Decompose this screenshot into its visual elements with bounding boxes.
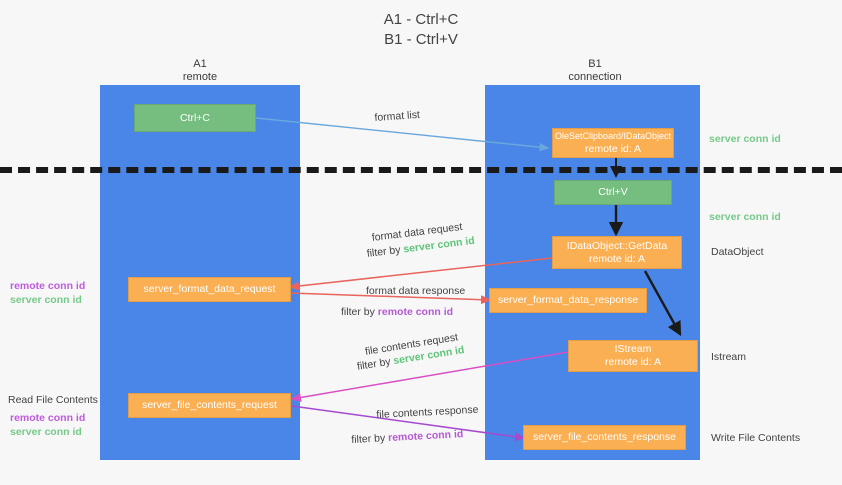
label-left-conn-ids-bottom: remote conn id server conn id (10, 411, 85, 439)
label-left-server-conn-id-1: server conn id (10, 294, 82, 306)
label-right-server-conn-id-mid-text: server conn id (709, 211, 781, 223)
box-server-file-contents-response-label: server_file_contents_response (532, 431, 676, 443)
lane-b1-sub: connection (568, 71, 622, 83)
filter-prefix: filter by (341, 306, 378, 318)
label-left-remote-conn-id-2: remote conn id (10, 412, 86, 424)
label-right-dataobject-text: DataObject (711, 246, 764, 258)
box-server-file-contents-request-label: server_file_contents_request (142, 399, 277, 411)
box-ctrl-v[interactable]: Ctrl+V (554, 180, 672, 205)
page-title: A1 - Ctrl+C B1 - Ctrl+V (0, 10, 842, 50)
annotation-format-data-response-filter: filter by remote conn id (341, 305, 453, 319)
label-left-conn-ids-top: remote conn id server conn id (10, 279, 85, 307)
title-line-1: A1 - Ctrl+C (383, 11, 459, 28)
label-right-server-conn-id-top-text: server conn id (709, 133, 781, 145)
lane-header-b1: B1 connection (525, 58, 665, 84)
annotation-format-list: format list (374, 108, 420, 125)
box-idataobject-getdata-sub: remote id: A (588, 252, 646, 265)
annotation-file-contents-response-filter: filter by remote conn id (351, 427, 464, 447)
label-left-remote-conn-id-1: remote conn id (10, 280, 86, 292)
divider-dashed-line (0, 167, 842, 173)
box-ole-idataobject-sub: remote id: A (584, 143, 642, 155)
box-istream[interactable]: IStream remote id: A (568, 340, 698, 372)
box-ctrl-v-label: Ctrl+V (598, 186, 628, 198)
box-ole-idataobject-label: OleSetClipboard/IDataObject (554, 131, 672, 141)
lane-a1-name: A1 (193, 58, 207, 70)
box-idataobject-getdata[interactable]: IDataObject::GetData remote id: A (552, 236, 682, 269)
label-left-server-conn-id-2: server conn id (10, 426, 82, 438)
filter-prefix: filter by (356, 355, 395, 373)
lane-header-a1: A1 remote (130, 58, 270, 84)
box-ole-idataobject[interactable]: OleSetClipboard/IDataObject remote id: A (552, 128, 674, 158)
label-right-istream-text: Istream (711, 351, 747, 363)
label-right-dataobject: DataObject (711, 245, 764, 259)
label-left-read-file-contents: Read File Contents (8, 393, 98, 407)
box-server-file-contents-response[interactable]: server_file_contents_response (523, 425, 686, 450)
label-left-read-file-contents-text: Read File Contents (8, 394, 98, 406)
label-right-write-file-contents: Write File Contents (711, 431, 800, 445)
lane-b1-name: B1 (588, 58, 602, 70)
filter-prefix: filter by (351, 432, 389, 446)
box-ctrl-c-label: Ctrl+C (179, 111, 211, 124)
annotation-format-data-response-text: format data response (366, 285, 466, 297)
box-server-file-contents-request[interactable]: server_file_contents_request (128, 393, 291, 418)
annotation-format-list-text: format list (374, 108, 421, 124)
box-server-format-data-request[interactable]: server_format_data_request (128, 277, 291, 302)
box-ctrl-c[interactable]: Ctrl+C (134, 104, 256, 132)
label-right-server-conn-id-top: server conn id (709, 132, 781, 146)
box-istream-sub: remote id: A (604, 356, 662, 368)
label-right-server-conn-id-mid: server conn id (709, 210, 781, 224)
annotation-file-contents-response-text: file contents response (376, 403, 479, 421)
box-server-format-data-request-label: server_format_data_request (143, 283, 276, 295)
filter-value-remote-conn-id: remote conn id (387, 428, 464, 445)
filter-value-remote-conn-id: remote conn id (377, 306, 454, 318)
filter-prefix: filter by (366, 243, 405, 260)
annotation-file-contents-response: file contents response (376, 403, 479, 422)
box-server-format-data-response-label: server_format_data_response (497, 294, 639, 306)
label-right-write-file-contents-text: Write File Contents (711, 432, 801, 444)
box-server-format-data-response[interactable]: server_format_data_response (489, 288, 647, 313)
label-right-istream: Istream (711, 350, 746, 364)
title-line-2: B1 - Ctrl+V (384, 31, 458, 48)
box-idataobject-getdata-label: IDataObject::GetData (566, 239, 668, 252)
lane-a1-sub: remote (182, 71, 218, 83)
box-istream-label: IStream (614, 343, 652, 355)
annotation-format-data-response: format data response (366, 284, 465, 298)
